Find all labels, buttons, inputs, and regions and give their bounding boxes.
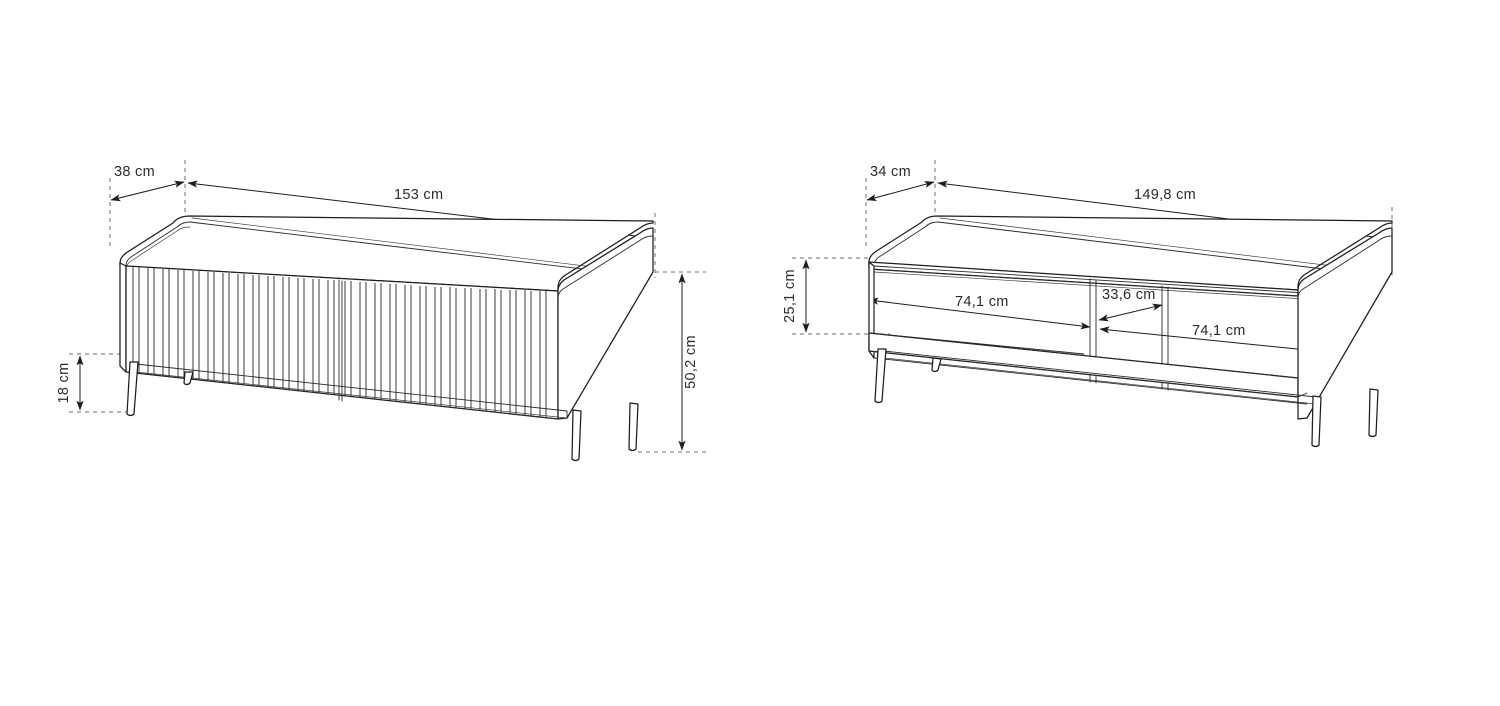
cabinet-right-side-panel: [557, 227, 654, 420]
dimension-bay-left-741: 74,1 cm: [868, 294, 1091, 330]
dimension-bay-right-741: 74,1 cm: [1099, 323, 1328, 355]
dimension-shelf-height-251: 25,1 cm: [782, 259, 810, 333]
extension-lines-left-view: [69, 160, 706, 453]
dimension-height-502: 50,2 cm: [678, 273, 699, 451]
dimension-label-shelf-height: 25,1 cm: [782, 269, 798, 323]
flute-ribs: [132, 267, 547, 419]
dimension-label-bay-left: 74,1 cm: [955, 294, 1009, 310]
dimension-label-depth-right: 34 cm: [870, 164, 911, 180]
cabinet-left-side-panel: [119, 262, 127, 373]
dimension-label-width: 153 cm: [394, 187, 443, 203]
view-closed-fluted-front: 38 cm 153 cm 18 cm 50,2 cm: [56, 160, 706, 462]
dimension-label-leg: 18 cm: [56, 363, 72, 404]
open-cabinet-right-side: [1297, 227, 1393, 420]
door-center-seam: [338, 279, 343, 402]
cabinet-legs: [126, 361, 639, 462]
open-cabinet-legs: [874, 348, 1379, 448]
cabinet-bottom-rail: [125, 363, 568, 420]
dimension-depth-38: 38 cm: [110, 164, 185, 202]
dimension-label-bay-center: 33,6 cm: [1102, 287, 1156, 303]
fluted-door-front: [125, 265, 559, 420]
dimension-label-bay-right: 74,1 cm: [1192, 323, 1246, 339]
dimension-bay-center-336: 33,6 cm: [1098, 287, 1163, 322]
dimension-label-width-right: 149,8 cm: [1134, 187, 1196, 203]
dimension-label-depth: 38 cm: [114, 164, 155, 180]
dimension-label-height: 50,2 cm: [683, 335, 699, 389]
dimension-depth-34: 34 cm: [866, 164, 935, 202]
dimension-leg-18: 18 cm: [56, 355, 84, 411]
view-open-interior: 34 cm 149,8 cm 25,1 cm 74,1 cm 33,6 cm: [782, 160, 1393, 448]
